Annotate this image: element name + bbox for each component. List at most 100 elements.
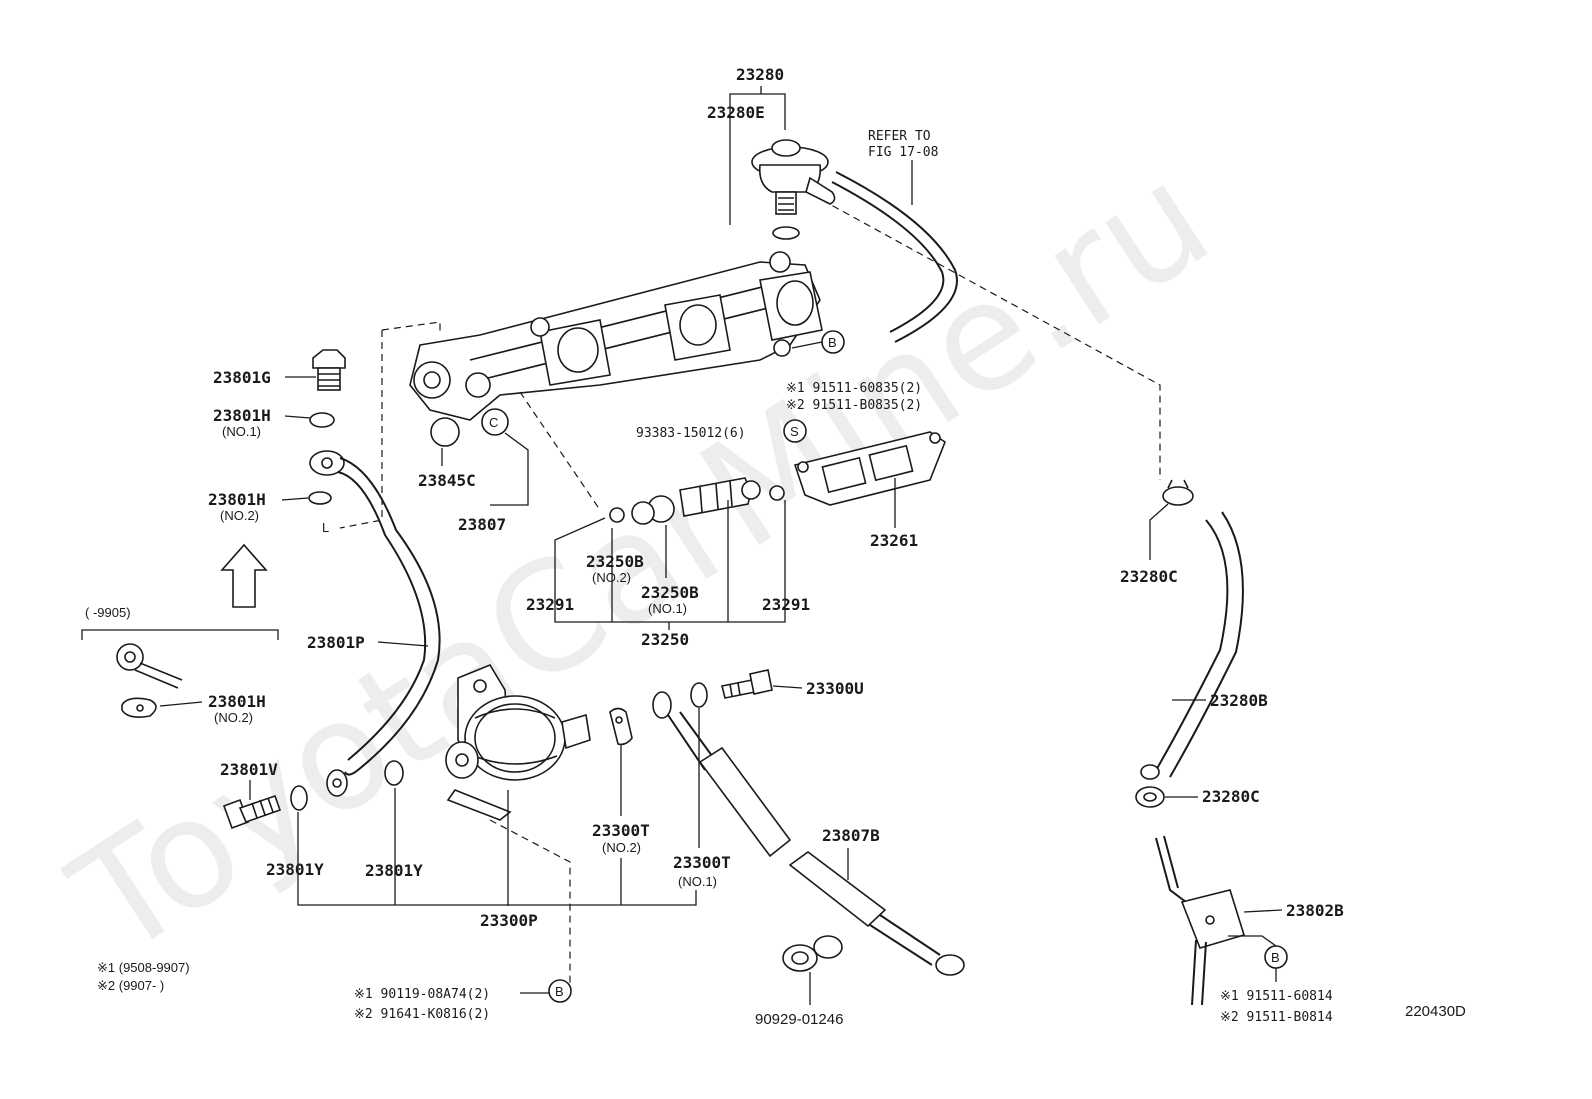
gasket-23801h-old-hole <box>136 704 144 712</box>
dashed-filter-bolt <box>489 819 571 985</box>
union-bolt-23801g[interactable] <box>312 349 346 391</box>
note-90119-08a74: ※1 90119-08A74(2) <box>354 987 490 1002</box>
circle-b-letter-top: B <box>828 335 837 350</box>
grommet-23291-left[interactable] <box>609 507 625 523</box>
label-23250: 23250 <box>641 630 689 649</box>
range-bracket <box>81 629 279 640</box>
grommet-23291-right[interactable] <box>769 485 785 501</box>
label-no1-23801h: (NO.1) <box>222 424 261 439</box>
gasket-23801y-left[interactable] <box>290 785 308 811</box>
circle-b-letter-right: B <box>1271 950 1280 965</box>
label-23801y-right: 23801Y <box>365 861 423 880</box>
leader-23801h-no1 <box>284 415 311 419</box>
label-23280: 23280 <box>736 65 784 84</box>
union-bolt-23300u[interactable] <box>721 669 773 699</box>
label-23801g: 23801G <box>213 368 271 387</box>
vacuum-hose-23280b[interactable] <box>1154 511 1244 778</box>
note-91511-b0814: ※2 91511-B0814 <box>1220 1010 1333 1025</box>
label-23280c-top: 23280C <box>1120 567 1178 586</box>
label-range-9905: ( -9905) <box>85 605 131 620</box>
leader-23802b <box>1243 909 1283 913</box>
label-l: L <box>322 520 329 535</box>
label-23280e: 23280E <box>707 103 765 122</box>
vsv-23802b[interactable] <box>1155 835 1246 1006</box>
footnote-2: ※2 (9907- ) <box>97 978 164 993</box>
label-23250b-no2: 23250B <box>586 552 644 571</box>
circle-s-marker <box>783 419 807 443</box>
leader-23280c-top <box>1149 503 1169 560</box>
gasket-23300t-no2-hole <box>615 716 623 724</box>
circle-b-marker-bottom <box>548 979 572 1003</box>
leader-bottom-group <box>297 788 697 906</box>
note-91511-60814: ※1 91511-60814 <box>1220 989 1333 1004</box>
leader-23801h-old <box>159 701 203 707</box>
label-23801v: 23801V <box>220 760 278 779</box>
label-23300u: 23300U <box>806 679 864 698</box>
o-ring-23845c[interactable] <box>430 417 460 447</box>
footnote-1: ※1 (9508-9907) <box>97 960 190 975</box>
fuel-injector-23250[interactable] <box>679 477 761 517</box>
fuel-pipe-23801p[interactable] <box>309 450 441 797</box>
leader-23280 <box>729 86 786 225</box>
label-23801p: 23801P <box>307 633 365 652</box>
label-93383: 93383-15012(6) <box>636 426 746 441</box>
label-23801y-left: 23801Y <box>266 860 324 879</box>
insulator-gasket-23261[interactable] <box>793 431 946 506</box>
circle-c-marker <box>481 408 509 436</box>
label-23291-right: 23291 <box>762 595 810 614</box>
label-no2-23300t: (NO.2) <box>602 840 641 855</box>
circle-b-letter-bottom: B <box>555 984 564 999</box>
label-23261: 23261 <box>870 531 918 550</box>
clamp-90929-01246[interactable] <box>782 935 843 972</box>
refer-line-1: REFER TO <box>868 129 931 144</box>
o-ring-23250b-no2[interactable] <box>631 501 655 525</box>
label-23801h-no2: 23801H <box>208 490 266 509</box>
hose-clamp-23280c-bottom[interactable] <box>1135 786 1165 808</box>
vacuum-hose-end <box>1140 764 1160 780</box>
label-23291-left: 23291 <box>526 595 574 614</box>
o-ring-23280e[interactable] <box>772 226 800 240</box>
gasket-23300t-no2[interactable] <box>609 707 633 746</box>
gasket-23801h-no2[interactable] <box>308 491 332 505</box>
fuel-delivery-pipe-23807[interactable] <box>409 251 823 421</box>
note-91641-k0816: ※2 91641-K0816(2) <box>354 1007 490 1022</box>
gasket-23300t-no1[interactable] <box>690 682 708 708</box>
label-90929: 90929-01246 <box>755 1011 843 1028</box>
label-23280b: 23280B <box>1210 691 1268 710</box>
leader-23801p <box>377 641 429 647</box>
leader-b-right <box>1228 935 1277 947</box>
figure-code: 220430D <box>1405 1003 1466 1020</box>
label-no2-23801h: (NO.2) <box>220 508 259 523</box>
label-23300p: 23300P <box>480 911 538 930</box>
gasket-23801h-no1[interactable] <box>309 412 335 428</box>
hose-clamp-23280c-top[interactable] <box>1162 479 1194 506</box>
circle-c-letter: C <box>489 415 498 430</box>
refer-line-2: FIG 17-08 <box>868 145 938 160</box>
leader-b-top <box>791 341 823 349</box>
dashed-bracket-pipe <box>339 321 441 529</box>
label-23807: 23807 <box>458 515 506 534</box>
union-bolt-23801v[interactable] <box>222 794 282 830</box>
label-23845c: 23845C <box>418 471 476 490</box>
leader-23250 <box>554 500 786 630</box>
vacuum-hose <box>831 171 958 343</box>
fuel-pipe-23807b[interactable] <box>652 691 965 976</box>
pressure-regulator-23280[interactable] <box>751 139 836 215</box>
arrow-up-icon <box>220 543 268 608</box>
fitting-old-type[interactable] <box>116 643 183 689</box>
label-23802b: 23802B <box>1286 901 1344 920</box>
label-23280c-bottom: 23280C <box>1202 787 1260 806</box>
leader-23300u <box>772 685 803 689</box>
dashed-vacuum-route <box>821 199 1161 480</box>
label-23300t-no2: 23300T <box>592 821 650 840</box>
label-23250b-no1: 23250B <box>641 583 699 602</box>
label-23300t-no1: 23300T <box>673 853 731 872</box>
dashed-injector-route <box>519 391 601 511</box>
leader-23801h-no2 <box>281 497 309 501</box>
gasket-23801y-right[interactable] <box>384 760 404 786</box>
label-no1-23300t: (NO.1) <box>678 874 717 889</box>
leader-23807 <box>441 432 529 506</box>
label-23807b: 23807B <box>822 826 880 845</box>
fuel-filter-23300p[interactable] <box>445 664 591 821</box>
